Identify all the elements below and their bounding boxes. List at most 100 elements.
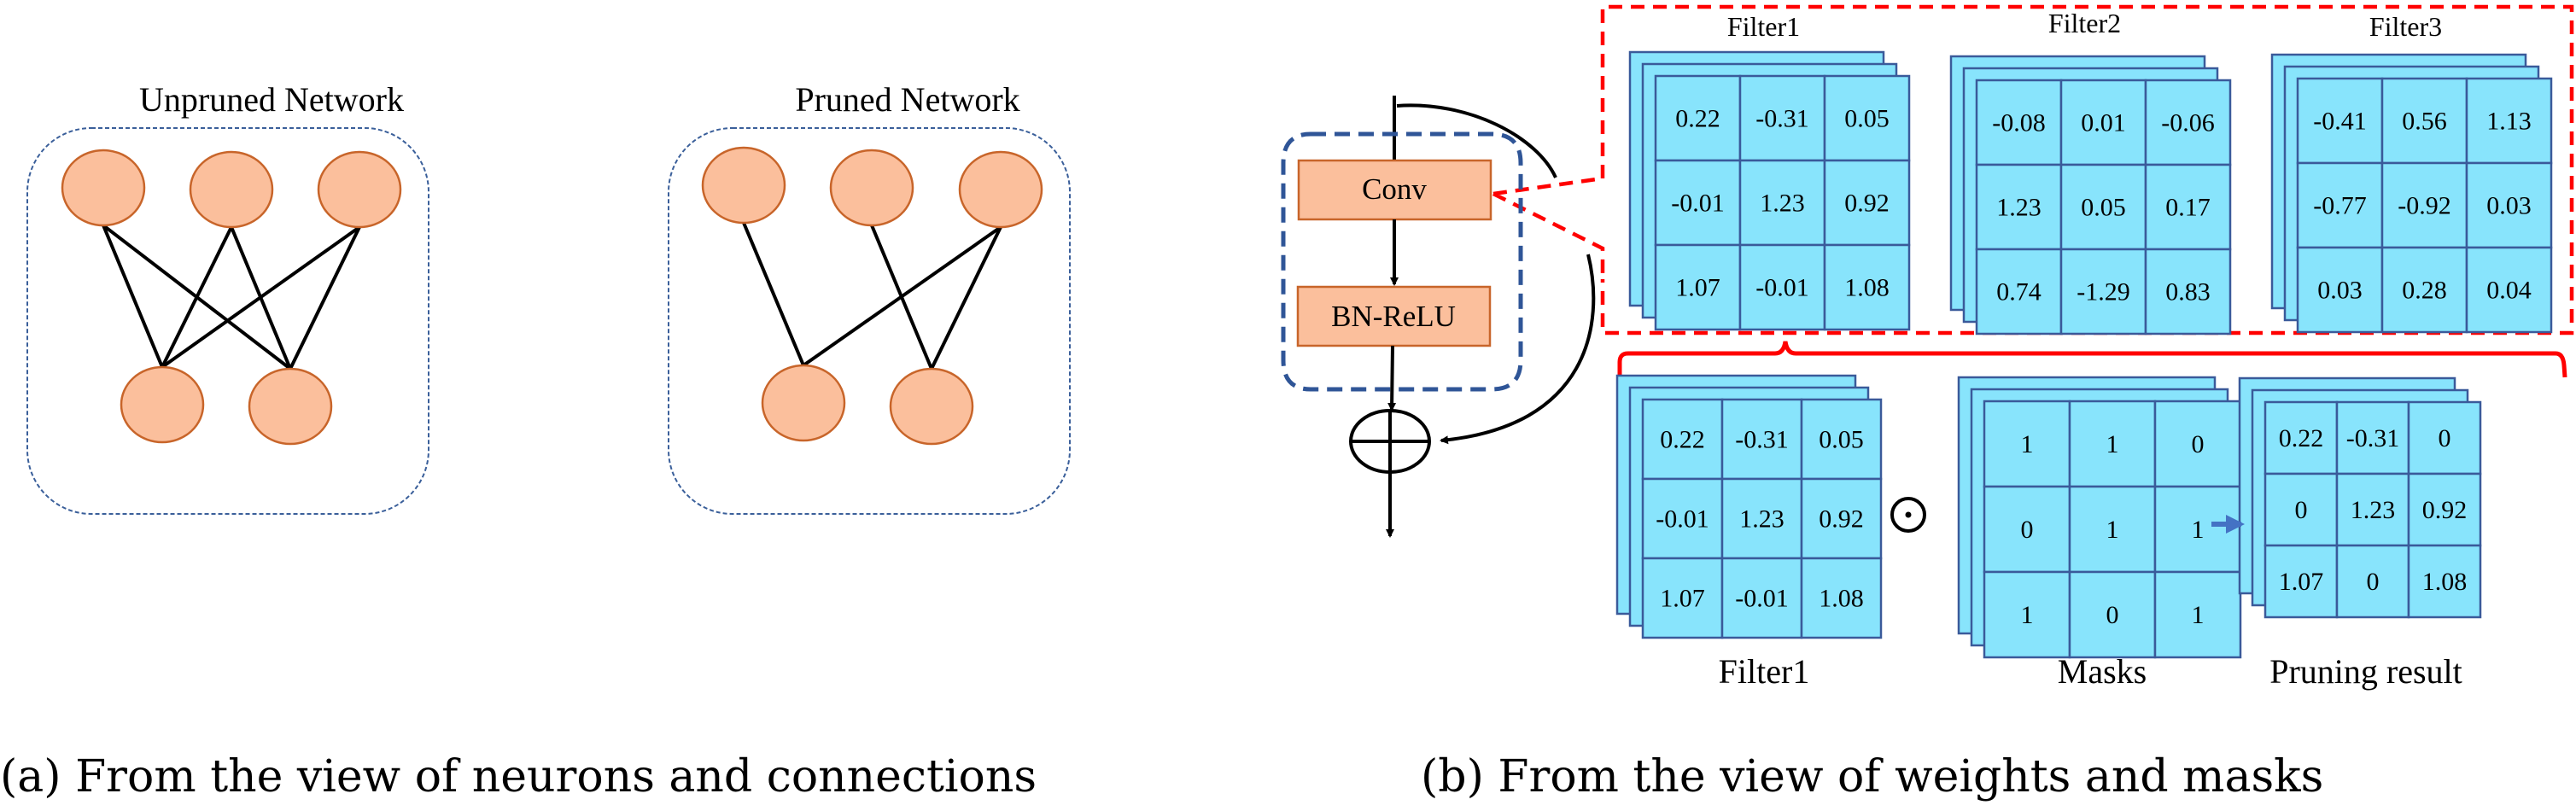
- cell-value: 0.22: [1660, 426, 1705, 454]
- pruning-result-label: Pruning result: [2269, 652, 2462, 691]
- cell-value: 0.17: [2165, 194, 2211, 222]
- input-neuron: [958, 150, 1043, 229]
- matrix-cell: [2153, 400, 2242, 488]
- connection: [802, 225, 1002, 367]
- cell-value: 1: [2192, 601, 2205, 629]
- matrix-cell: [2407, 544, 2482, 619]
- caption-b: (b) From the view of weights and masks: [1421, 751, 2323, 802]
- add-icon: [1349, 409, 1431, 474]
- cell-value: 1: [2021, 430, 2034, 458]
- pruned-network: Pruned Network: [668, 80, 1071, 515]
- unpruned-network: Unpruned Network: [26, 80, 429, 515]
- cell-value: 1: [2192, 516, 2205, 544]
- filter-stacks: 0.22 -0.31 0.05 -0.01 1.23 0.92 1.07 -0.01 1.08 F…: [1615, 8, 2553, 659]
- output-neuron: [120, 365, 205, 444]
- connection: [102, 225, 164, 368]
- network-frame: [26, 127, 429, 515]
- cell-value: 0.92: [2422, 496, 2468, 524]
- cell-value: 0.22: [2279, 424, 2324, 452]
- cell-value: 1.23: [1739, 505, 1785, 534]
- cell-value: -0.08: [1992, 109, 2046, 137]
- input-neuron: [317, 150, 402, 229]
- cell-value: 0: [2192, 430, 2205, 458]
- connection: [930, 226, 1002, 370]
- residual-block: Conv BN-ReLU: [1281, 96, 1596, 538]
- cell-value: 1: [2021, 601, 2034, 629]
- matrix-cell: [2263, 472, 2339, 547]
- matrix-cell: [2380, 161, 2468, 249]
- cell-value: -0.31: [2346, 424, 2400, 452]
- cell-value: 0.05: [1844, 105, 1890, 133]
- matrix-cell: [2144, 248, 2232, 335]
- cell-value: 0.56: [2402, 108, 2447, 136]
- cell-value: 0: [2021, 516, 2034, 544]
- filter-title: Filter3: [2369, 11, 2442, 42]
- cell-value: 1.07: [1660, 585, 1705, 613]
- cell-value: 0.04: [2486, 277, 2532, 305]
- skip-connection-bottom: [1440, 254, 1596, 445]
- cell-value: -0.01: [1656, 505, 1709, 534]
- connection: [742, 222, 805, 366]
- output-neuron: [761, 364, 846, 442]
- matrix-cell: [1720, 398, 1803, 481]
- cell-value: 1.07: [2279, 568, 2324, 596]
- matrix-cell: [2407, 400, 2482, 476]
- bn-relu-label: BN-ReLU: [1331, 300, 1456, 333]
- input-neuron: [829, 149, 914, 227]
- matrix-cell: [1738, 74, 1826, 162]
- cell-value: 1.08: [1844, 274, 1890, 302]
- cell-value: 1.08: [2422, 568, 2468, 596]
- conv-box[interactable]: [1297, 159, 1492, 221]
- cell-value: 0.28: [2402, 277, 2447, 305]
- matrix-cell: [2335, 544, 2410, 619]
- network-title: Unpruned Network: [139, 80, 404, 119]
- filter-title: Filter2: [2048, 8, 2121, 38]
- cell-value: 0.03: [2486, 192, 2532, 220]
- bn-to-add-arrow: [1387, 345, 1397, 411]
- matrix-cell: [2059, 248, 2147, 335]
- cell-value: 0: [2439, 424, 2451, 452]
- cell-value: 0.74: [1996, 278, 2042, 306]
- connections: [742, 222, 1002, 370]
- cell-value: 0: [2295, 496, 2308, 524]
- matrix-cell: [1738, 243, 1826, 331]
- matrix-cell: [2465, 161, 2553, 249]
- matrix-cell: [2153, 570, 2242, 659]
- cell-value: 0.03: [2317, 277, 2363, 305]
- cell-value: 1.13: [2486, 108, 2532, 136]
- connection: [289, 226, 361, 370]
- skip-connection-top: [1396, 103, 1557, 178]
- cell-value: -0.06: [2161, 109, 2215, 137]
- neurons: [701, 146, 1043, 446]
- matrix-cell: [1654, 159, 1742, 247]
- cell-value: -0.01: [1755, 274, 1809, 302]
- cell-value: 0.01: [2081, 109, 2126, 137]
- cell-value: -0.92: [2398, 192, 2451, 220]
- cell-value: -0.31: [1755, 105, 1809, 133]
- output-neuron: [248, 367, 333, 446]
- matrix-cell: [1823, 243, 1911, 331]
- filter-title: Filter1: [1727, 11, 1800, 42]
- cell-value: -0.41: [2313, 108, 2367, 136]
- matrix-cell: [1738, 159, 1826, 247]
- cell-value: 0: [2367, 568, 2380, 596]
- matrix-cell: [1800, 557, 1883, 639]
- matrix-cell: [1641, 557, 1724, 639]
- matrix-cell: [2263, 400, 2339, 476]
- network-title: Pruned Network: [795, 80, 1019, 119]
- matrix-cell: [1975, 163, 2063, 251]
- cell-value: 0.05: [2081, 194, 2126, 222]
- matrix-cell: [1720, 557, 1803, 639]
- network-frame: [668, 127, 1071, 515]
- caption-a: (a) From the view of neurons and connect…: [0, 751, 1037, 802]
- matrix-cell: [2263, 544, 2339, 619]
- input-neuron: [61, 149, 146, 227]
- bn-relu-box[interactable]: [1296, 285, 1492, 347]
- matrix-cell: [2335, 472, 2410, 547]
- cell-value: 0.92: [1819, 505, 1864, 534]
- panel-b: Conv BN-ReLU 0.22 -0.31 0.05 -0.01 1.23 0.92 1…: [1281, 4, 2574, 802]
- matrix-cell: [2465, 246, 2553, 334]
